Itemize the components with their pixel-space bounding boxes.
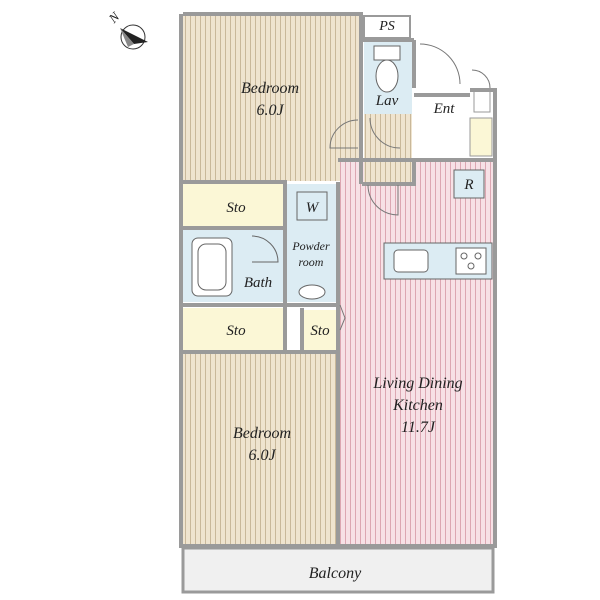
ldk-line1: Living Dining (372, 375, 462, 392)
bedroom-bottom (183, 354, 337, 544)
toilet-icon (375, 59, 399, 93)
powder-label-2: room (299, 255, 324, 269)
storage-mid (183, 308, 283, 350)
ldk-size: 11.7J (401, 419, 436, 436)
bedroom-top-name: Bedroom (241, 80, 299, 97)
kitchen-sink-icon (393, 249, 429, 273)
living-dining-kitchen (340, 160, 493, 544)
walls (179, 12, 497, 548)
ent-label: Ent (433, 101, 456, 117)
powder-label-1: Powder (291, 239, 330, 253)
sink-icon (298, 284, 326, 300)
bedroom-bottom-name: Bedroom (233, 425, 291, 442)
storage-top-label: Sto (226, 200, 246, 216)
fridge-label: R (463, 177, 473, 193)
bedroom-top-size: 6.0J (256, 102, 284, 119)
ps-label: PS (378, 19, 395, 34)
washer-label: W (306, 200, 320, 216)
entrance (415, 95, 467, 157)
storage-mid-label: Sto (226, 323, 246, 339)
storage-small (304, 310, 337, 350)
bedroom-top (183, 16, 361, 181)
storage-top (183, 184, 283, 226)
door-swings (329, 43, 491, 331)
bath-label: Bath (244, 275, 272, 291)
lav-label: Lav (375, 93, 399, 109)
shoe-storage (469, 117, 493, 157)
fridge-space (453, 169, 485, 199)
storage-small-label: Sto (310, 323, 330, 339)
bathtub-icon (191, 237, 233, 297)
bedroom-bottom-size: 6.0J (248, 447, 276, 464)
balcony-label: Balcony (309, 565, 362, 582)
compass-letter: N (105, 8, 123, 26)
ldk-line2: Kitchen (392, 397, 443, 414)
stove-icon (455, 247, 487, 275)
washer-icon (296, 191, 328, 221)
balcony (181, 546, 495, 594)
north-arrow-icon: N (105, 8, 148, 50)
